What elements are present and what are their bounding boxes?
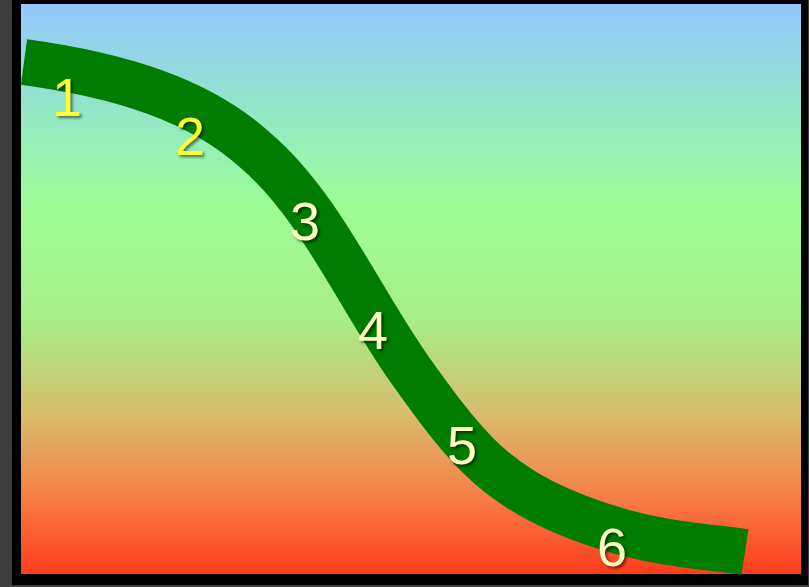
callout-number: 2 [175,109,205,163]
callout-number: 1 [52,70,82,124]
frame [12,0,808,585]
green-band [24,62,745,552]
callout-number: 4 [358,303,388,357]
callout-number: 6 [597,520,627,574]
callout-number: 3 [290,194,320,248]
callout-number: 5 [447,418,477,472]
gradient-panel [21,4,801,574]
